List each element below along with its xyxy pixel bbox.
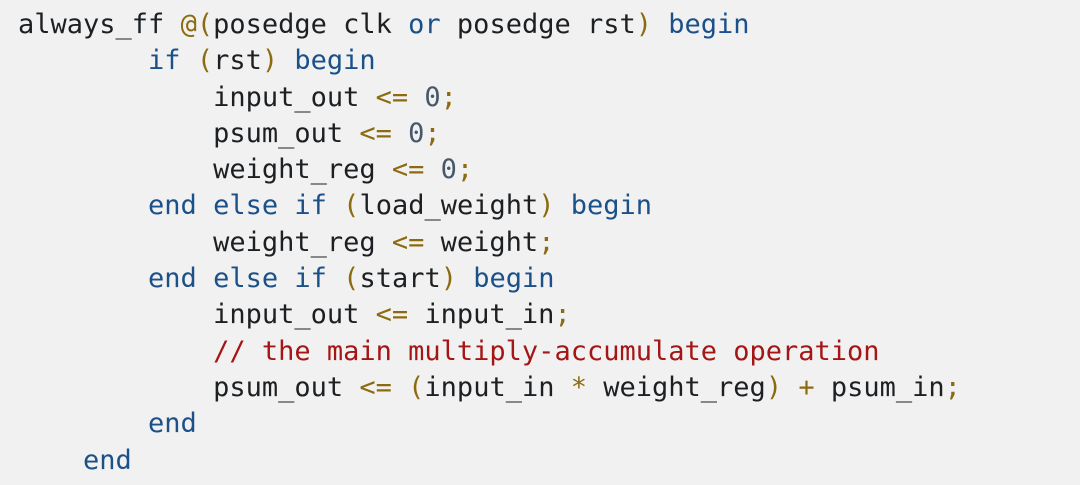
code-token-keyword: or xyxy=(408,9,441,40)
code-token-operator: ) xyxy=(538,190,555,222)
code-token-plain: psum_in xyxy=(814,371,945,403)
code-token-keyword: begin xyxy=(570,190,653,222)
code-token-plain: input_out xyxy=(18,299,376,331)
code-token-plain: input_in xyxy=(408,299,555,331)
code-token-number: 0 xyxy=(424,81,441,113)
code-token-keyword: if xyxy=(294,263,327,295)
code-token-plain xyxy=(782,372,798,403)
code-token-operator: <= xyxy=(375,299,409,331)
code-token-plain xyxy=(424,154,440,185)
code-line: end xyxy=(18,406,1080,442)
code-token-plain: psum_out xyxy=(18,371,360,403)
code-token-operator: ; xyxy=(538,226,555,258)
code-token-number: 0 xyxy=(408,117,425,149)
code-token-plain: input_out xyxy=(18,81,376,113)
code-token-plain xyxy=(197,263,213,294)
code-token-plain xyxy=(408,82,424,113)
code-token-plain: weight_reg xyxy=(18,154,392,186)
code-token-plain: input_in xyxy=(424,371,571,403)
code-token-number: 0 xyxy=(440,154,457,186)
code-line: end else if (load_weight) begin xyxy=(18,188,1080,224)
code-token-plain xyxy=(18,408,148,439)
code-token-operator: ; xyxy=(424,117,441,149)
code-token-keyword: if xyxy=(294,190,327,222)
code-line: psum_out <= (input_in * weight_reg) + ps… xyxy=(18,370,1080,406)
code-line: input_out <= input_in; xyxy=(18,297,1080,333)
code-token-operator: ( xyxy=(196,45,214,77)
code-token-keyword: end xyxy=(148,190,197,222)
code-token-operator: ) xyxy=(440,263,457,295)
code-token-plain: start xyxy=(359,263,441,295)
code-line: psum_out <= 0; xyxy=(18,116,1080,152)
code-token-operator: <= xyxy=(391,226,425,258)
code-line: weight_reg <= 0; xyxy=(18,152,1080,188)
code-line: if (rst) begin xyxy=(18,43,1080,79)
code-token-operator: * xyxy=(570,371,587,403)
code-line: // the main multiply-accumulate operatio… xyxy=(18,334,1080,370)
code-line: input_out <= 0; xyxy=(18,80,1080,116)
code-token-keyword: else xyxy=(213,263,279,295)
code-token-plain xyxy=(278,45,294,76)
code-token-operator: <= xyxy=(391,154,425,186)
code-token-plain xyxy=(278,263,294,294)
code-token-operator: ) xyxy=(765,371,783,403)
code-token-plain xyxy=(555,190,571,221)
code-token-keyword: end xyxy=(83,444,132,476)
code-line: end xyxy=(18,443,1080,479)
code-token-keyword: end xyxy=(148,408,197,440)
code-token-plain: posedge rst xyxy=(440,9,636,40)
code-token-comment: // the main multiply-accumulate operatio… xyxy=(213,335,880,367)
code-token-plain xyxy=(392,372,408,403)
code-line: weight_reg <= weight; xyxy=(18,225,1080,261)
code-token-keyword: end xyxy=(148,263,197,295)
code-token-plain xyxy=(18,336,213,367)
code-token-plain xyxy=(18,45,148,76)
code-token-operator: ( xyxy=(343,190,360,222)
code-token-keyword: begin xyxy=(294,45,376,77)
code-token-plain xyxy=(278,190,294,221)
code-token-plain xyxy=(181,45,197,76)
code-token-operator: ; xyxy=(440,81,457,113)
code-token-plain: weight_reg xyxy=(18,226,392,258)
code-token-operator: ; xyxy=(944,371,961,403)
code-token-plain: always_ff xyxy=(18,9,181,40)
code-token-plain xyxy=(18,263,148,294)
code-token-plain: load_weight xyxy=(359,190,539,222)
code-token-operator: ; xyxy=(456,154,474,186)
code-token-plain xyxy=(18,190,148,221)
code-token-operator: + xyxy=(798,371,815,403)
code-token-plain xyxy=(327,190,343,221)
code-token-plain xyxy=(327,263,343,294)
code-token-operator: ) xyxy=(261,45,279,77)
code-token-plain xyxy=(18,445,83,476)
code-token-plain: posedge clk xyxy=(213,9,409,40)
code-token-plain xyxy=(457,263,473,294)
code-token-operator: ( xyxy=(343,263,360,295)
code-line: end else if (start) begin xyxy=(18,261,1080,297)
code-token-plain: weight_reg xyxy=(587,371,766,403)
code-token-operator: <= xyxy=(359,117,392,149)
code-token-keyword: begin xyxy=(668,9,750,40)
code-token-plain: rst xyxy=(213,45,262,77)
code-token-operator: ) xyxy=(635,9,653,40)
code-token-plain xyxy=(197,190,213,221)
code-token-plain: weight xyxy=(424,226,539,258)
code-token-plain xyxy=(652,9,668,40)
code-token-operator: ; xyxy=(554,299,571,331)
code-token-operator: <= xyxy=(375,81,409,113)
code-line: always_ff @(posedge clk or posedge rst) … xyxy=(18,7,1080,43)
code-token-plain xyxy=(392,118,408,149)
code-token-keyword: if xyxy=(148,45,181,77)
code-token-keyword: else xyxy=(213,190,279,222)
code-token-keyword: begin xyxy=(473,263,555,295)
code-token-operator: @( xyxy=(180,9,214,40)
code-token-operator: ( xyxy=(408,371,425,403)
code-token-plain: psum_out xyxy=(18,117,360,149)
code-token-operator: <= xyxy=(359,371,392,403)
